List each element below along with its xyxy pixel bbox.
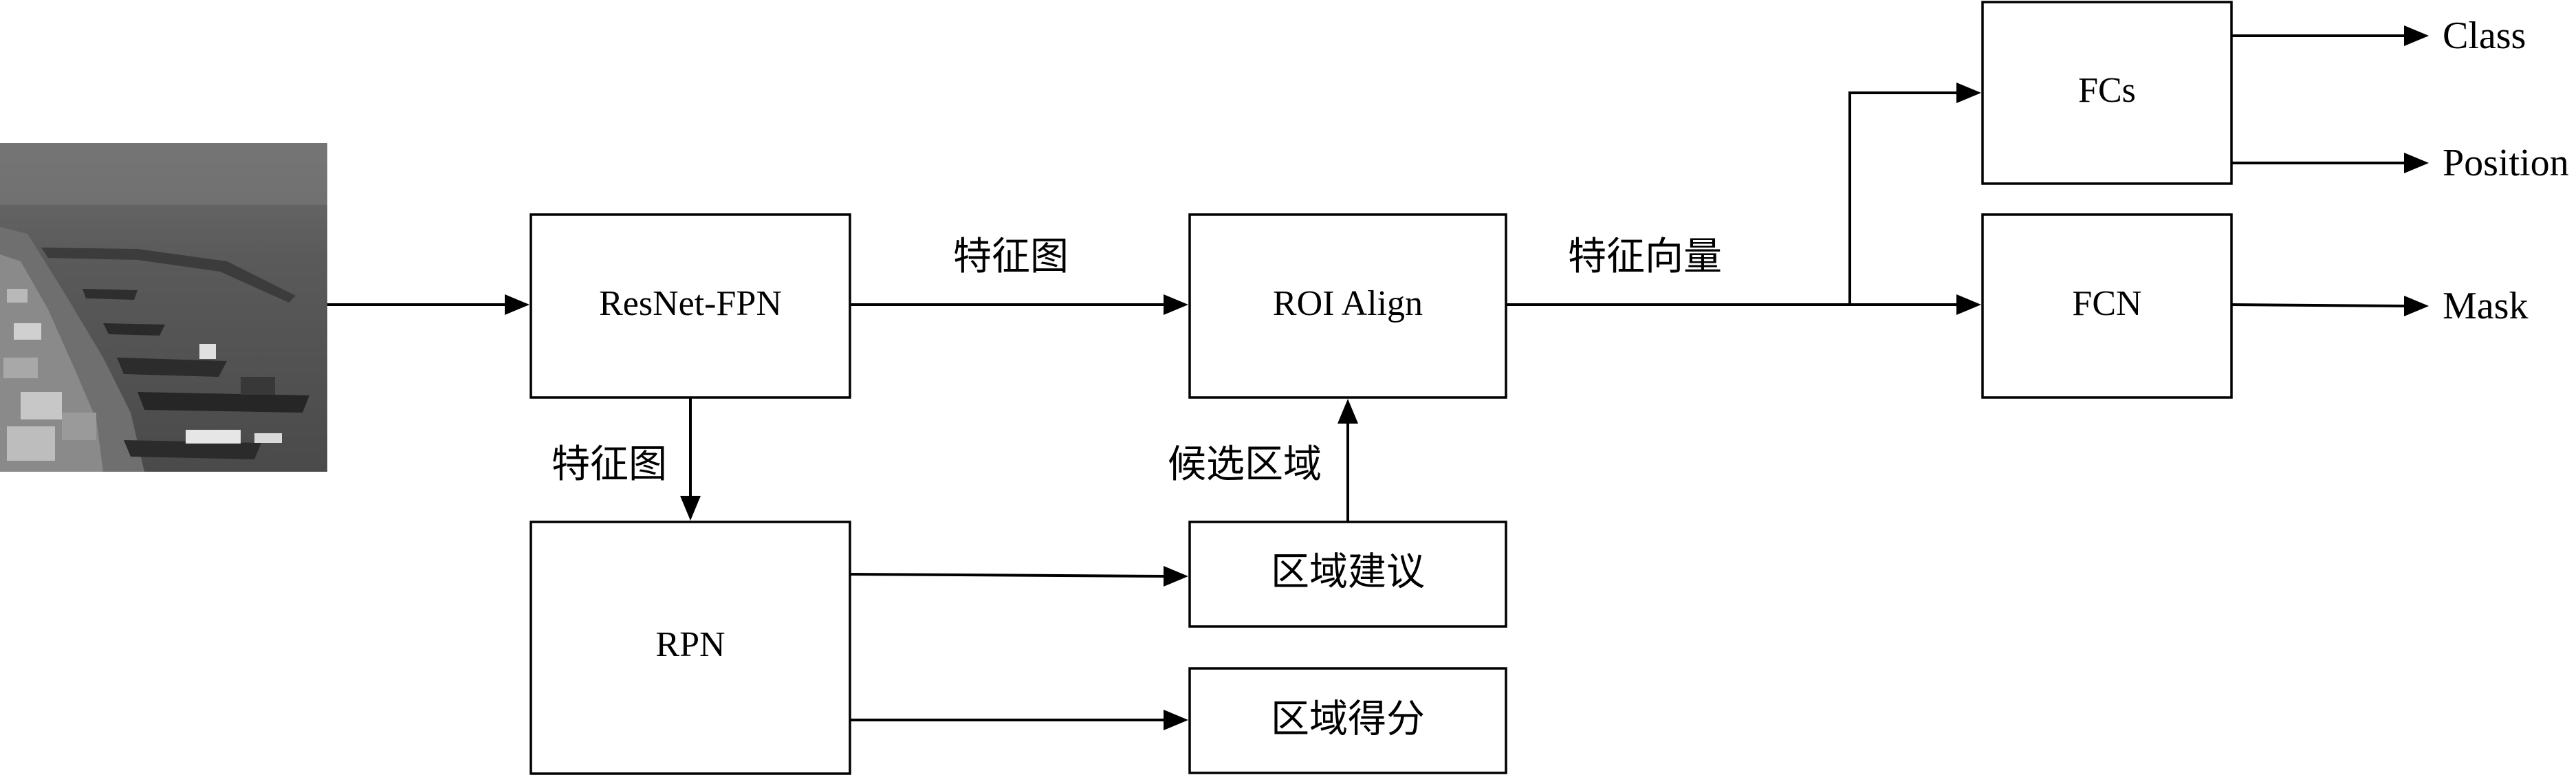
edge-label-feature-map-down: 特征图 [552, 442, 667, 487]
output-mask-label: Mask [2443, 285, 2528, 327]
output-position-label: Position [2443, 142, 2569, 184]
region-score-box: 区域得分 [1188, 667, 1507, 774]
edge-roi-to-fcn [1506, 294, 1981, 315]
region-proposal-box: 区域建议 [1188, 521, 1507, 628]
output-class-label: Class [2443, 14, 2526, 57]
resnet-fpn-label: ResNet-FPN [599, 284, 782, 323]
region-score-label: 区域得分 [1271, 697, 1425, 742]
edge-label-feature-map-top: 特征图 [953, 234, 1069, 279]
rpn-label: RPN [655, 625, 725, 664]
edge-fcs-to-position [2231, 153, 2429, 173]
edge-roi-to-fcs [1848, 83, 1981, 305]
region-proposal-label: 区域建议 [1271, 550, 1425, 595]
fcs-label: FCs [2078, 71, 2136, 110]
edge-image-to-resnet [327, 294, 530, 315]
edge-resnet-to-roi [850, 294, 1188, 315]
edge-label-feature-vector: 特征向量 [1568, 234, 1722, 279]
edge-resnet-to-rpn [680, 397, 701, 521]
roi-align-label: ROI Align [1273, 284, 1423, 323]
harbor-ships-photo [0, 143, 327, 472]
edge-label-candidate-regions: 候选区域 [1168, 442, 1322, 487]
fcs-box: FCs [1981, 1, 2233, 185]
roi-align-box: ROI Align [1188, 213, 1507, 399]
rpn-box: RPN [530, 521, 851, 775]
edge-proposal-to-roi [1338, 399, 1358, 522]
edge-fcn-to-mask [2231, 296, 2429, 316]
edge-rpn-to-proposal [849, 566, 1188, 587]
edge-rpn-to-score [850, 710, 1188, 730]
edge-fcs-to-class [2231, 25, 2429, 46]
fcn-box: FCN [1981, 213, 2233, 399]
fcn-label: FCN [2072, 284, 2141, 323]
resnet-fpn-box: ResNet-FPN [530, 213, 851, 399]
